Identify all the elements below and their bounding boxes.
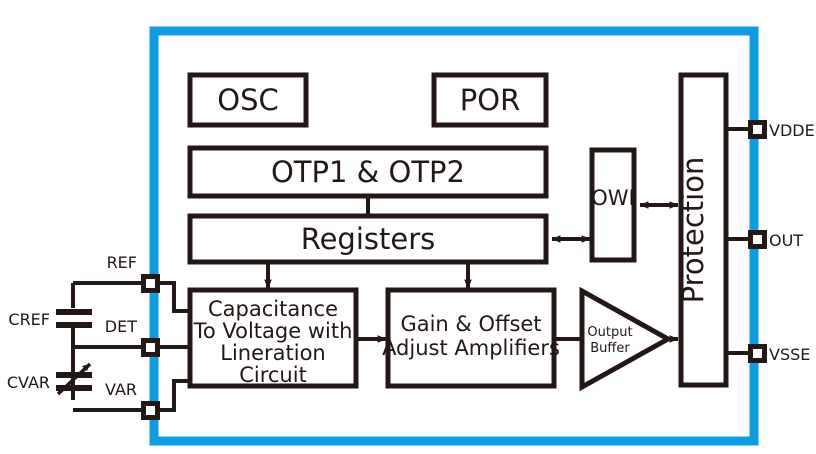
block-registers[interactable] bbox=[187, 213, 549, 265]
pin-vsse[interactable] bbox=[748, 344, 767, 363]
cvar-variable-arrow-shaft bbox=[56, 362, 92, 396]
pin-var[interactable] bbox=[141, 401, 160, 420]
block-registers-label: Registers bbox=[301, 222, 436, 256]
pin-det-label: DET bbox=[105, 317, 137, 336]
pin-vdde-label: VDDE bbox=[769, 121, 815, 140]
block-otp[interactable] bbox=[187, 145, 549, 199]
cref-plate-bottom bbox=[56, 322, 92, 328]
cvar-variable-arrowhead bbox=[82, 364, 90, 371]
c2v-line-4: Circuit bbox=[239, 363, 307, 387]
block-osc-label: OSC bbox=[217, 83, 278, 117]
block-osc[interactable] bbox=[187, 72, 309, 128]
cvar-plate-bottom bbox=[56, 385, 92, 391]
block-protection-label: Protection bbox=[676, 157, 710, 304]
c2v-line-2: To Voltage with bbox=[193, 319, 353, 343]
block-output-buffer[interactable] bbox=[579, 286, 674, 392]
block-por-label: POR bbox=[460, 83, 520, 117]
cref-label: CREF bbox=[8, 310, 50, 329]
block-protection[interactable] bbox=[678, 72, 729, 388]
gain-line-1: Gain & Offset bbox=[400, 312, 541, 336]
pin-out-label: OUT bbox=[769, 231, 803, 250]
block-otp-label: OTP1 & OTP2 bbox=[271, 155, 465, 189]
pin-vdde[interactable] bbox=[748, 120, 767, 139]
pin-out[interactable] bbox=[748, 230, 767, 249]
pin-ref[interactable] bbox=[141, 274, 160, 293]
cvar-label: CVAR bbox=[7, 373, 50, 392]
block-gain-offset[interactable] bbox=[385, 287, 557, 389]
outbuf-line-1: Output bbox=[587, 325, 632, 340]
c2v-line-1: Capacitance bbox=[208, 297, 338, 321]
block-por[interactable] bbox=[431, 72, 549, 128]
wire-ref-to-c2v bbox=[160, 281, 190, 313]
pin-ref-label: REF bbox=[107, 253, 137, 272]
cvar-plate-top bbox=[56, 372, 92, 378]
pin-det[interactable] bbox=[141, 338, 160, 357]
outbuf-line-2: Buffer bbox=[590, 341, 630, 356]
pin-var-label: VAR bbox=[105, 380, 137, 399]
block-owi[interactable] bbox=[589, 147, 637, 263]
pin-vsse-label: VSSE bbox=[769, 345, 810, 364]
c2v-line-3: Lineration bbox=[220, 341, 326, 365]
block-owi-label: OWI bbox=[591, 186, 635, 210]
gain-line-2: Adjust Amplifiers bbox=[382, 336, 560, 360]
cref-plate-top bbox=[56, 309, 92, 315]
wire-var-to-c2v bbox=[160, 379, 190, 412]
